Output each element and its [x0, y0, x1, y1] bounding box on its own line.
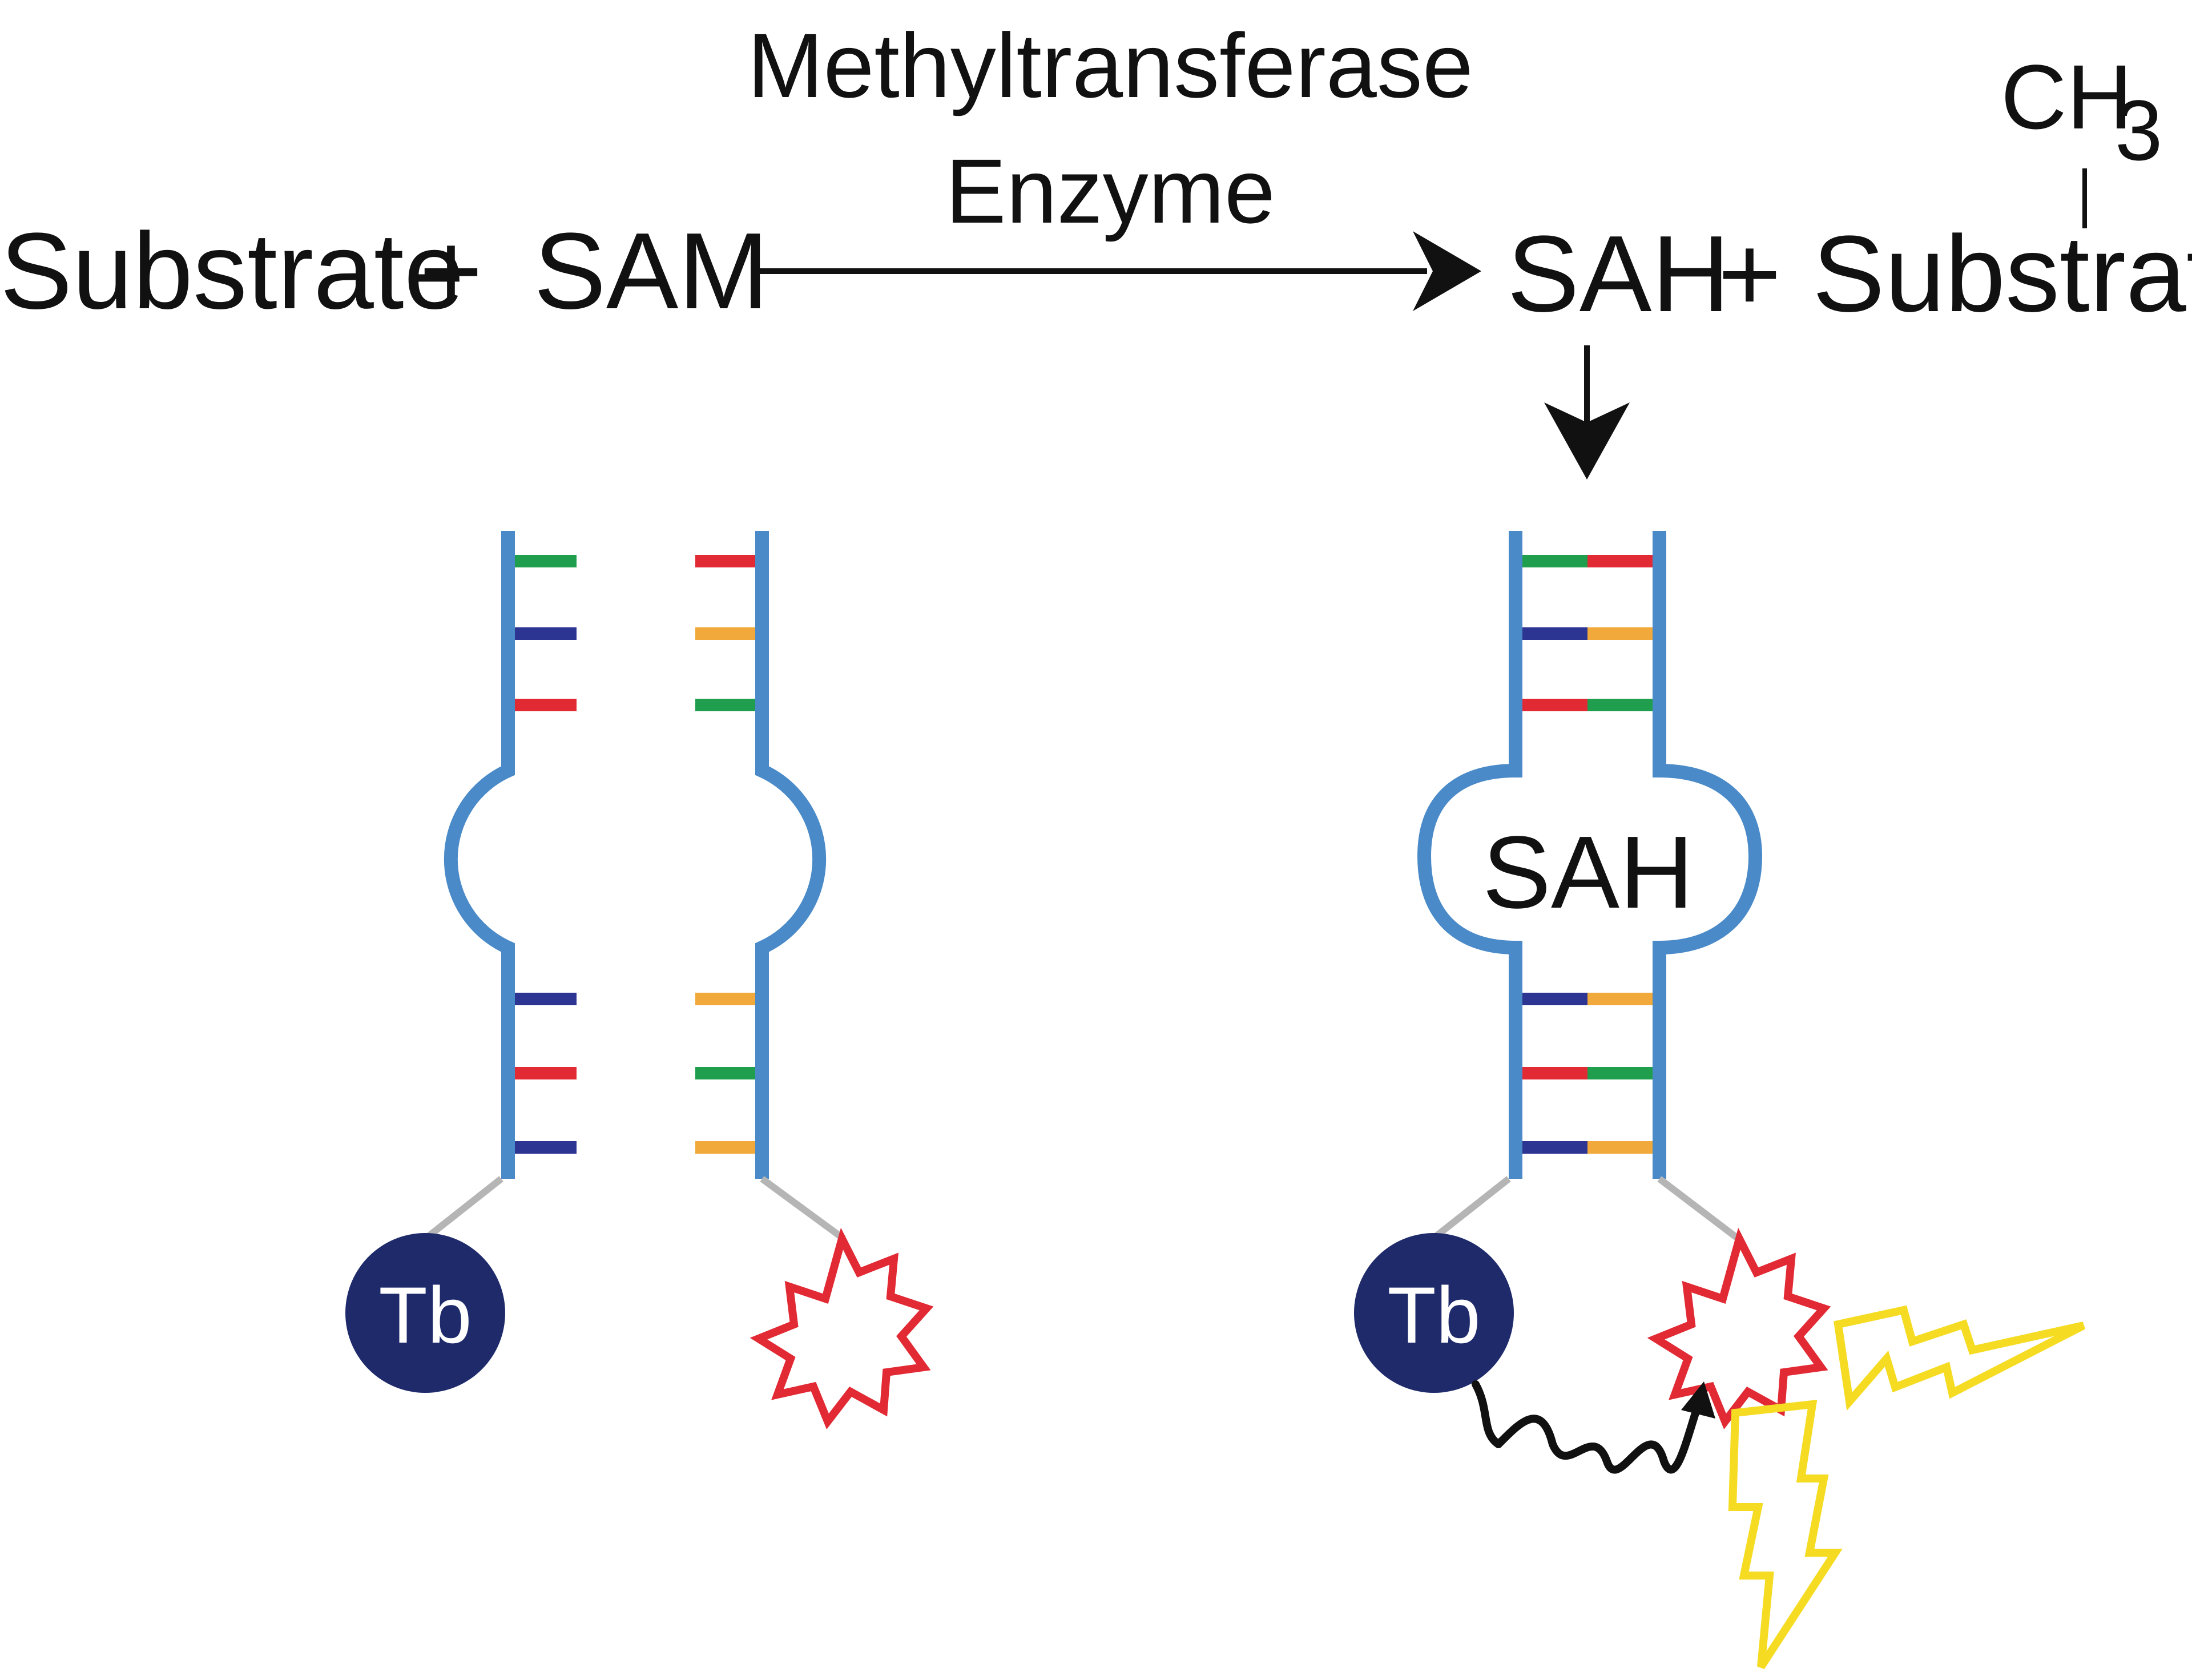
product-sah: SAH — [1507, 213, 1730, 335]
methyl-subscript: 3 — [2115, 82, 2162, 178]
methyl-ch: CH — [2001, 46, 2133, 148]
acceptor-starburst-icon — [759, 1239, 926, 1421]
down-arrow — [1544, 345, 1630, 480]
strand-left — [451, 531, 508, 1179]
reactant-substrate: Substrate — [0, 211, 464, 332]
terbium-donor-icon: Tb — [1354, 1233, 1514, 1393]
terbium-label-bound: Tb — [1387, 1270, 1480, 1360]
bases-right — [695, 561, 755, 1147]
strand-right — [762, 531, 819, 1179]
linker-bound-right — [1659, 1179, 1738, 1239]
bases-left — [515, 561, 577, 1147]
terbium-donor-icon: Tb — [345, 1233, 505, 1393]
plus-sign-1: + — [420, 211, 483, 332]
plus-sign-2: + — [1718, 213, 1782, 335]
product-methylated-substrate: Substrate — [1812, 213, 2192, 335]
terbium-label: Tb — [378, 1270, 472, 1360]
methyl-group: CH 3 — [2001, 46, 2162, 228]
reaction-equation: Substrate + SAM Methyltransferase Enzyme… — [0, 14, 2192, 480]
reactant-sam: SAM — [534, 211, 769, 332]
aptamer-bound: SAH Tb — [1354, 531, 2084, 1667]
linker-bound-left — [1433, 1179, 1509, 1239]
enzyme-label-line-1: Methyltransferase — [747, 14, 1473, 116]
linker-right — [762, 1179, 844, 1239]
linker-left — [425, 1179, 501, 1239]
acceptor-starburst-icon — [1656, 1239, 1824, 1421]
reaction-arrow — [754, 231, 1481, 311]
enzyme-label-line-2: Enzyme — [945, 140, 1275, 242]
bound-sah-label: SAH — [1482, 815, 1694, 930]
aptamer-unbound: Tb — [345, 531, 926, 1421]
